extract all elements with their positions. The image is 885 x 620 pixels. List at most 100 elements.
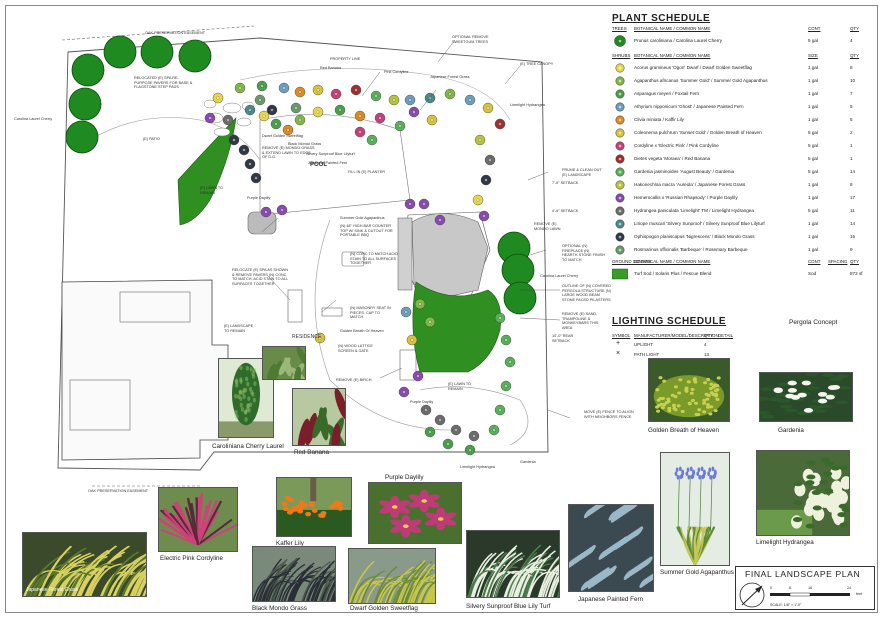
schedule-row: Hakonechloa macra 'Aureola' / Japanese F… — [612, 178, 872, 191]
schedule-row: Athyrium nipponicum 'Ghost' / Japanese P… — [612, 100, 872, 113]
tree-symbols — [65, 35, 537, 315]
label-dwarf-golden-sweetflag: Dwarf Golden Sweetflag — [262, 134, 303, 138]
label-limelight-2: Limelight Hydrangea — [460, 465, 495, 469]
schedule-row: Gardenia jasminoides 'August Beauty' / G… — [612, 165, 872, 178]
schedule-row: Hemerocallis x 'Russian Rhapsody' / Purp… — [612, 191, 872, 204]
label-move-fence: MOVE (E) FENCE TO ALIGN WITH NEIGHBORS F… — [584, 410, 634, 419]
photo-kaffir — [276, 477, 352, 537]
label-pink-cordyline: Pink Cordyline — [384, 70, 409, 74]
plant-symbol-icon — [612, 34, 628, 47]
label-limelight-1: Limelight Hydrangea — [510, 103, 545, 107]
scale-mark-24: 24 — [847, 586, 852, 590]
label-relocated-spa: RELOCATED (E) SPA RE-PURPOSE PAVERS FOR … — [134, 76, 193, 90]
label-carolina-laurel: Carolina Laurel Cherry — [14, 117, 53, 121]
photo-gardenia — [759, 372, 853, 422]
caption-forestgrass: Japanese Forest Grass — [26, 587, 78, 593]
caption-agapanthus: Summer Gold Agapanthus — [660, 569, 734, 576]
schedule-group-label: SHRUBS — [612, 53, 631, 58]
label-carolina-laurel-2: Carolina Laurel Cherry — [540, 274, 579, 278]
schedule-row: Hydrangea paniculata 'Limelight' TM / Li… — [612, 204, 872, 217]
label-bar-counter: (N) 48" HIGH BAR COUNTER TOP W/ SINK & C… — [340, 224, 393, 238]
lighting-schedule-title: LIGHTING SCHEDULE — [612, 316, 727, 327]
plant-symbol-icon — [612, 62, 628, 74]
plant-symbol-icon — [612, 88, 628, 100]
schedule-group-label: GROUND COVERS — [612, 259, 652, 264]
label-pergola-outline: OUTLINE OF (N) COVERED PERGOLA STRUCTURE… — [562, 284, 611, 302]
schedule-row: Prunus caroliniana / Carolina Laurel Che… — [612, 34, 872, 47]
caption-lilyturf: Silvery Sunproof Blue Lily Turf — [466, 603, 551, 610]
plant-symbol-icon — [612, 101, 628, 113]
label-golden-breath: Golden Breath Of Heaven — [340, 329, 384, 333]
plant-symbol-icon — [612, 244, 628, 256]
label-rear-setback: 10'-0" REAR SETBACK — [552, 334, 574, 343]
schedule-row: Coleonema pulchrum 'Sunset Gold' / Golde… — [612, 126, 872, 139]
label-new-concrete: (N) CONC TO MATCH ACID STAIN TO ALL SURF… — [350, 252, 398, 266]
plan-title: FINAL LANDSCAPE PLAN — [745, 569, 861, 579]
label-summer-gold-agapanthus: Summer Gold Agapanthus — [340, 216, 385, 220]
caption-cordyline: Electric Pink Cordyline — [160, 555, 223, 562]
plant-symbol-icon — [612, 192, 628, 204]
label-prune: PRUNE & CLEAN OUT (E) LANDSCAPE — [562, 168, 602, 177]
label-wood-lattice: (N) WOOD LATTICE SCREEN & GATE — [338, 344, 373, 353]
label-landscape-remain: (E) LANDSCAPE TO REMAIN — [224, 324, 254, 333]
caption-breath: Golden Breath of Heaven — [648, 427, 720, 434]
photo-forestgrass — [22, 532, 147, 597]
label-japanese-forest-grass: Japanese Forest Grass — [430, 75, 470, 79]
scale-mark-16: 16 — [808, 586, 813, 590]
schedule-row: Cordyline x 'Electric Pink' / Pink Cordy… — [612, 139, 872, 152]
title-block — [735, 566, 875, 610]
photo-mondo — [252, 546, 336, 602]
photo-agapanthus — [660, 452, 730, 566]
label-lawn-remain-1: (E) LAWN TO REMAIN — [200, 186, 224, 195]
label-relocate-spa: RELOCATE (E) SPA AS SHOWN & REMOVE PAVER… — [232, 268, 289, 286]
photo-redbanana — [292, 388, 346, 446]
photo-paintedfern — [568, 504, 654, 592]
label-tree-canopy: (E) TREE CANOPY — [520, 62, 554, 66]
label-optional-remove-sweetgum: OPTIONAL REMOVE SWEETGUM TREES — [452, 35, 489, 44]
plant-symbol-icon — [612, 218, 628, 230]
label-black-mondo: Black Mondo Grass — [288, 142, 322, 146]
plant-symbol-icon — [612, 166, 628, 178]
scale-mark-feet: feet — [856, 592, 863, 596]
caption-carolina: Caroliniana Cherry Laurel — [212, 443, 284, 450]
schedule-row: Agapanthus africanus 'Summer Gold' / Sum… — [612, 74, 872, 87]
label-masonry-seat: (N) MASONRY SEAT IN PIECES. CAP TO MATCH — [350, 306, 391, 320]
caption-redbanana: Red Banana — [294, 449, 330, 456]
plant-symbol-icon — [612, 205, 628, 217]
sheet-border — [5, 5, 878, 613]
schedule-row: Rosmarinus officinalis 'Barbeque' / Rose… — [612, 243, 872, 256]
label-silvery-sunproof: Silvery Sunproof Blue Lilyturf — [306, 152, 355, 156]
plant-schedule-title: PLANT SCHEDULE — [612, 13, 711, 24]
photo-daylily — [368, 482, 462, 544]
caption-mondo: Black Mondo Grass — [252, 605, 307, 612]
label-red-banana: Red Banana — [320, 66, 342, 70]
caption-gardenia: Gardenia — [778, 427, 804, 434]
schedule-row: Ophiopogon planiscapus 'Nigrescens' / Bl… — [612, 230, 872, 243]
plant-symbol-icon — [612, 153, 628, 165]
photo-hydrangea — [756, 450, 850, 536]
plant-symbol-icon — [612, 179, 628, 191]
photo-cordyline — [158, 487, 238, 552]
label-japanese-painted-fern: Japanese Painted Fern — [308, 161, 348, 165]
plant-symbol-icon — [612, 231, 628, 243]
label-existing-patio: (E) PATIO — [143, 137, 160, 141]
photo-smallleaf — [262, 346, 306, 380]
label-fill-planter: FILL IN (E) PLANTER — [348, 170, 385, 174]
caption-kaffir: Kaffer Lily — [276, 540, 304, 547]
scale-mark-8: 8 — [789, 586, 792, 590]
photo-breath — [648, 358, 730, 422]
label-purple-daylily-2: Purple Daylily — [410, 400, 434, 404]
pergola-concept-label: Pergola Concept — [789, 319, 838, 326]
label-purple-daylily-1: Purple Daylily — [247, 196, 271, 200]
schedule-row: Liriope muscari 'Silvery Sunproof' / Sil… — [612, 217, 872, 230]
label-optional-fireplace: OPTIONAL (N) FIREPLACE (N) HEARTH STONE … — [562, 244, 606, 262]
label-residence: RESIDENCE — [292, 334, 322, 340]
label-gardenia-plan: Gardenia — [520, 460, 536, 464]
scale-bar — [770, 592, 850, 597]
plant-symbol-icon — [612, 140, 628, 152]
north-arrow-icon — [739, 582, 765, 608]
label-remove-sand: REMOVE (E) SAND, TRAMPOLINE & MONKEYBARS… — [562, 312, 599, 330]
